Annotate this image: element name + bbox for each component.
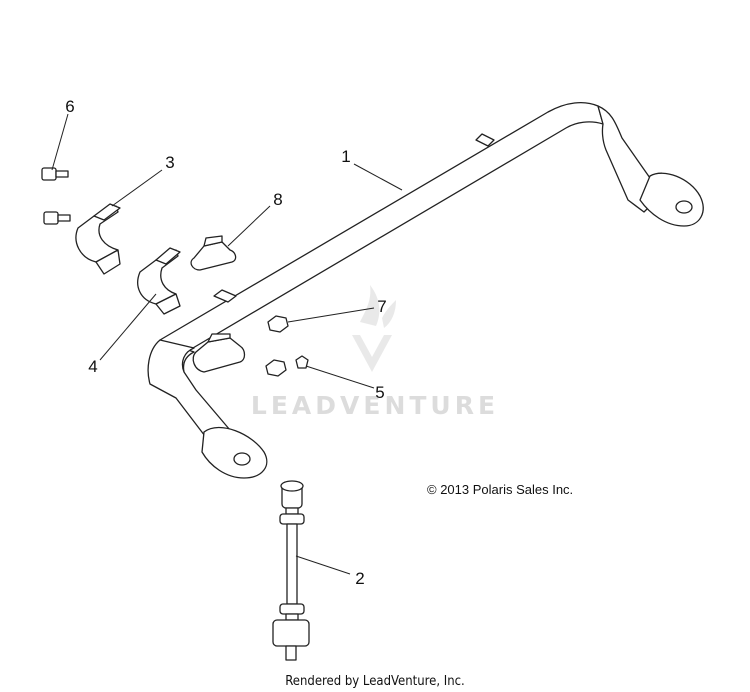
clamp-bracket-lower — [137, 247, 181, 315]
bolt-lower — [43, 211, 71, 225]
callout-5: 5 — [375, 383, 384, 402]
callout-8: 8 — [273, 190, 282, 209]
end-link — [272, 480, 310, 661]
clamp-bracket-upper — [75, 203, 121, 275]
footer-credit: Rendered by LeadVenture, Inc. — [285, 674, 465, 689]
nut-upper — [267, 315, 289, 333]
callout-7: 7 — [377, 297, 386, 316]
grease-fitting — [295, 355, 309, 369]
watermark-text: LEADVENTURE — [251, 391, 499, 420]
callout-3: 3 — [165, 153, 174, 172]
stabilizer-bar — [147, 101, 704, 479]
bushing-upper — [190, 235, 237, 271]
leader-lines — [51, 113, 403, 575]
copyright-text: © 2013 Polaris Sales Inc. — [427, 482, 573, 497]
callout-4: 4 — [88, 357, 97, 376]
bolt-upper — [41, 167, 69, 181]
leadventure-watermark-logo — [352, 285, 396, 372]
callout-6: 6 — [65, 97, 74, 116]
callout-2: 2 — [355, 569, 364, 588]
bushing-lower — [192, 333, 246, 373]
nut-lower — [265, 359, 287, 377]
callout-1: 1 — [341, 147, 350, 166]
